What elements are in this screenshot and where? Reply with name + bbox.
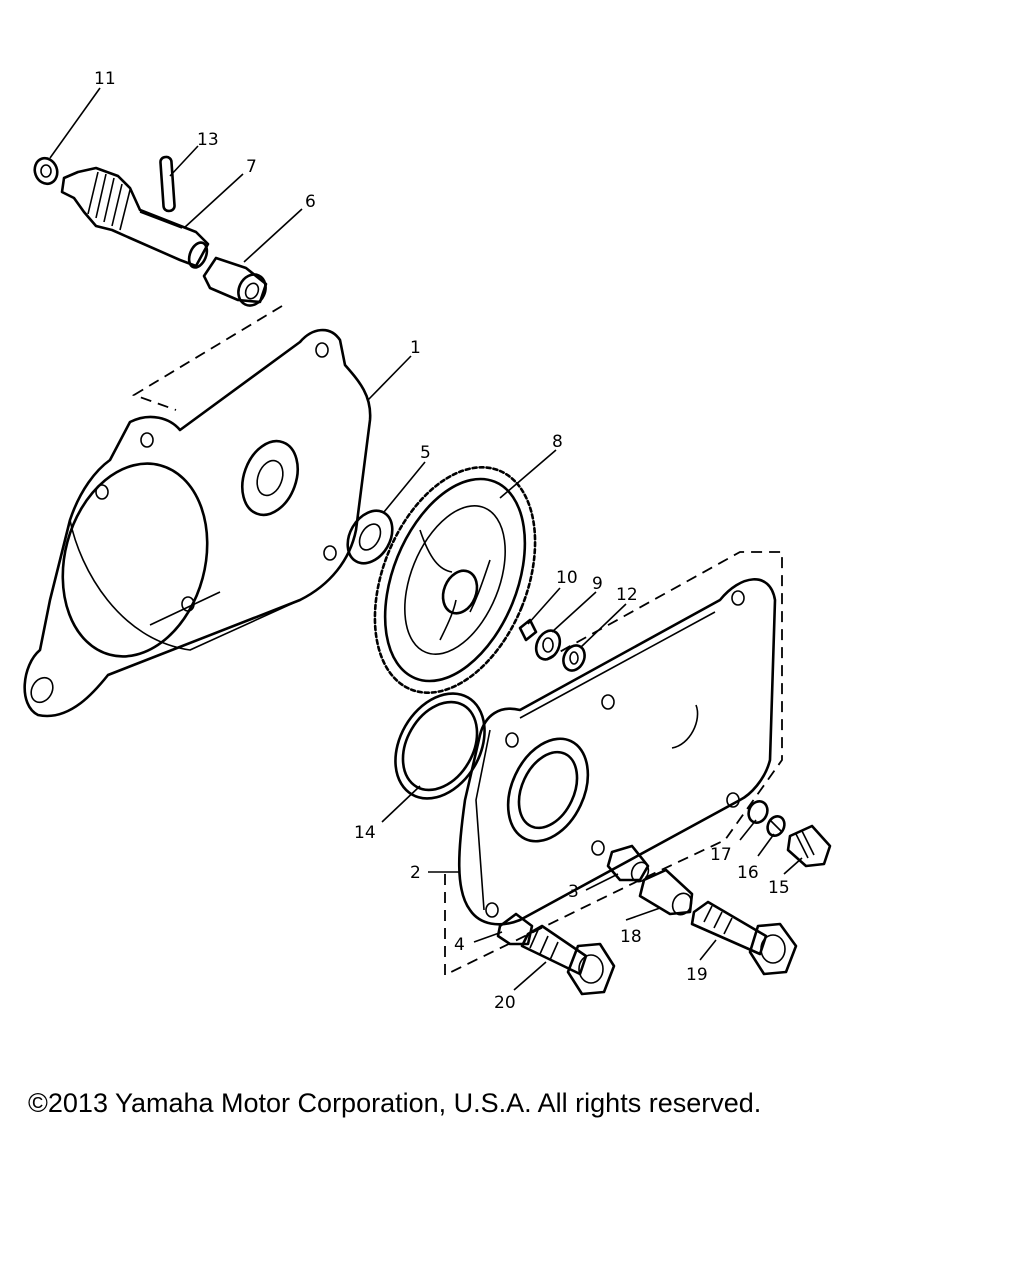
leader-line-18 (625, 907, 661, 921)
callout-20: 20 (494, 993, 516, 1013)
callout-labels: 11 13 7 6 1 5 8 10 9 12 14 2 17 16 15 3 … (94, 69, 790, 1013)
part-1-gear-case (23, 328, 372, 718)
leader-line-4 (473, 931, 503, 943)
part-18-collar (638, 868, 694, 916)
leader-line-5 (383, 461, 426, 513)
callout-4: 4 (454, 935, 465, 955)
leader-line-17 (739, 819, 757, 841)
leader-line-6 (243, 208, 303, 263)
callout-14: 14 (354, 823, 376, 843)
part-11-circlip (33, 156, 59, 186)
callout-17: 17 (710, 845, 732, 865)
callout-15: 15 (768, 878, 790, 898)
leader-line-16 (757, 833, 775, 857)
leader-lines (49, 87, 803, 991)
callout-3: 3 (568, 882, 579, 902)
part-17-washer (747, 800, 769, 824)
callout-19: 19 (686, 965, 708, 985)
part-20-bolt (520, 924, 616, 996)
callout-13: 13 (197, 130, 219, 150)
callout-18: 18 (620, 927, 642, 947)
callout-12: 12 (616, 585, 638, 605)
part-6-collar (202, 256, 268, 307)
part-4-dowel-pin (496, 912, 534, 946)
leader-line-15 (783, 857, 803, 875)
part-3-dowel-pin (606, 844, 650, 883)
copyright-notice: ©2013 Yamaha Motor Corporation, U.S.A. A… (28, 1088, 762, 1118)
leader-line-11 (49, 87, 101, 159)
leader-line-3 (585, 873, 619, 891)
part-7-worm-shaft (60, 166, 210, 269)
callout-11: 11 (94, 69, 116, 89)
callout-9: 9 (592, 574, 603, 594)
callout-10: 10 (556, 568, 578, 588)
part-2-gear-case-cover (457, 578, 777, 926)
callout-16: 16 (737, 863, 759, 883)
part-14-o-ring (394, 692, 486, 800)
leader-line-1 (367, 355, 412, 401)
part-13-pin (159, 155, 176, 213)
assembly-dashed-line-shaft (131, 305, 283, 411)
assembly-dashed-line-cover-outline (444, 551, 783, 977)
part-12-circlip (562, 644, 586, 672)
leader-line-12 (579, 603, 627, 649)
part-5-oil-seal (346, 509, 394, 565)
callout-1: 1 (410, 338, 421, 358)
part-15-bolt (786, 824, 832, 868)
leader-line-8 (499, 449, 557, 499)
leader-line-19 (699, 939, 717, 961)
callout-8: 8 (552, 432, 563, 452)
part-19-bolt (690, 900, 798, 976)
leader-line-7 (183, 173, 244, 229)
part-9-washer (534, 629, 562, 661)
part-8-gear (373, 466, 537, 694)
leader-line-9 (551, 591, 597, 633)
leader-line-20 (513, 961, 547, 991)
callout-6: 6 (305, 192, 316, 212)
leader-line-14 (381, 785, 421, 823)
leader-line-13 (169, 145, 199, 177)
callout-5: 5 (420, 443, 431, 463)
leader-line-10 (527, 587, 561, 625)
part-16-lock-washer (766, 815, 786, 837)
callout-2: 2 (410, 863, 421, 883)
callout-7: 7 (246, 157, 257, 177)
part-10-key (518, 618, 538, 642)
